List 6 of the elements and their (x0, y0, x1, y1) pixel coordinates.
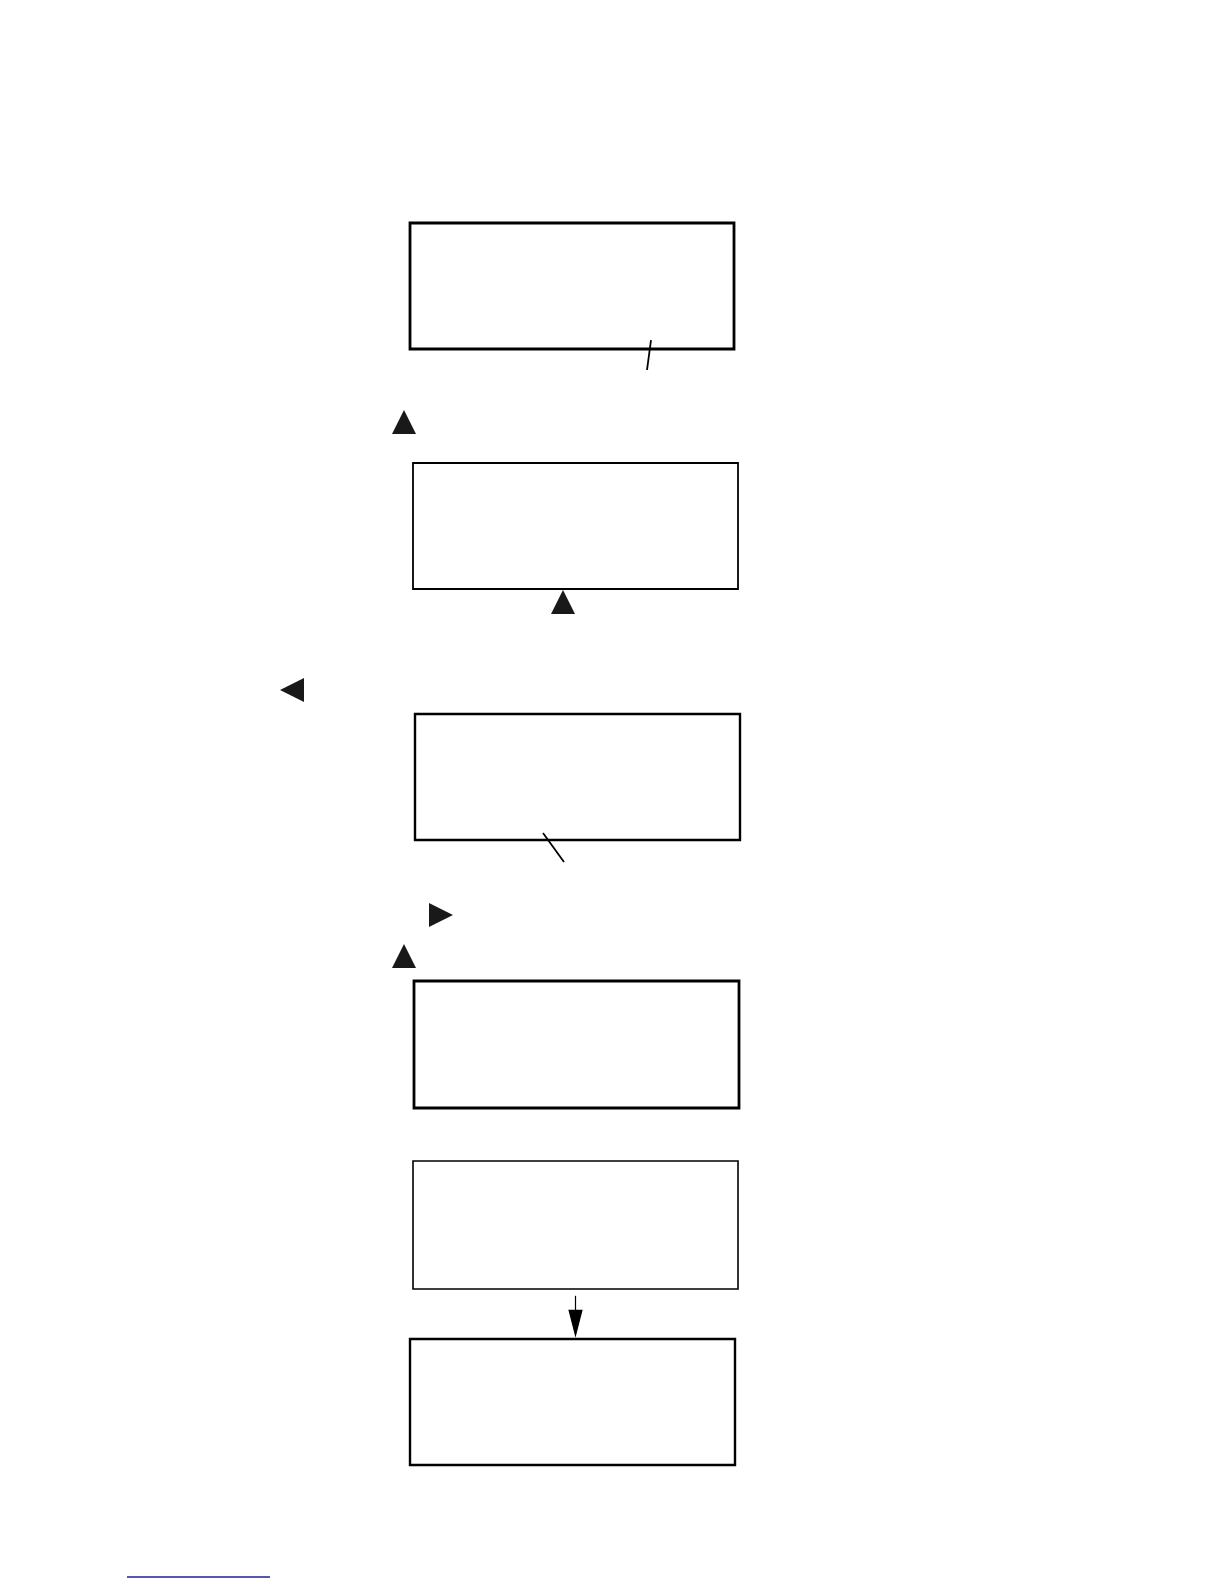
empty-box (412, 1160, 739, 1290)
empty-box (408, 221, 736, 351)
empty-box (412, 979, 741, 1110)
empty-box (412, 462, 739, 590)
empty-box (413, 712, 742, 842)
empty-box (408, 1337, 737, 1467)
